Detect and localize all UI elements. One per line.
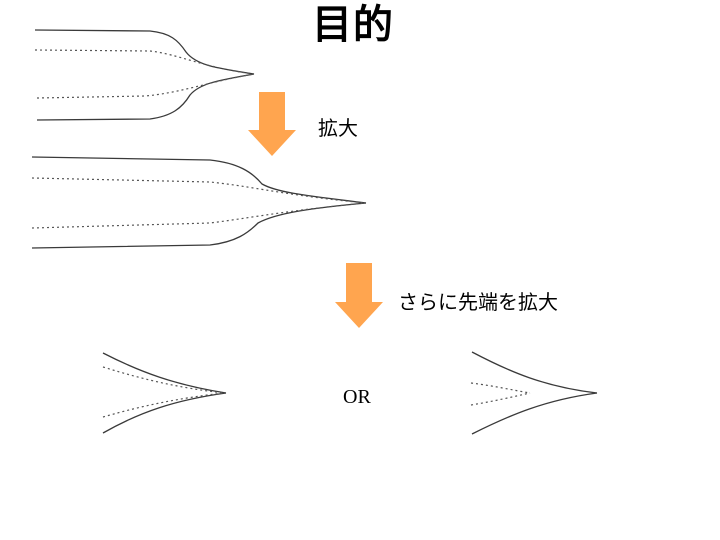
zoom-tip-label: さらに先端を拡大 [398, 290, 558, 314]
slide-title: 目的 [312, 2, 394, 48]
inner-contour-upper [34, 49, 255, 75]
outer-contour-upper [31, 156, 367, 204]
zoom-label: 拡大 [318, 116, 358, 140]
inner-contour-upper [102, 366, 225, 394]
outer-contour-upper [102, 352, 227, 394]
outer-contour-lower [31, 202, 367, 249]
inner-contour-lower [36, 73, 255, 99]
tip-figure-option-a [102, 352, 227, 434]
inner-contour-upper [31, 177, 367, 204]
tip-figure-option-b [470, 351, 598, 435]
down-arrow-icon [335, 263, 383, 328]
outer-contour-lower [471, 392, 598, 435]
tip-figure-original [34, 29, 255, 121]
tip-figure-enlarged [31, 156, 367, 249]
inner-contour-lower [102, 392, 225, 418]
outer-contour-upper [471, 351, 598, 394]
inner-contour-lower [470, 392, 531, 406]
outer-contour-lower [102, 392, 227, 434]
inner-contour-lower [31, 202, 367, 229]
inner-contour-upper [470, 382, 531, 394]
down-arrow-icon [248, 92, 296, 156]
outer-contour-lower [36, 73, 255, 121]
or-label: OR [343, 386, 371, 408]
outer-contour-upper [34, 29, 255, 75]
